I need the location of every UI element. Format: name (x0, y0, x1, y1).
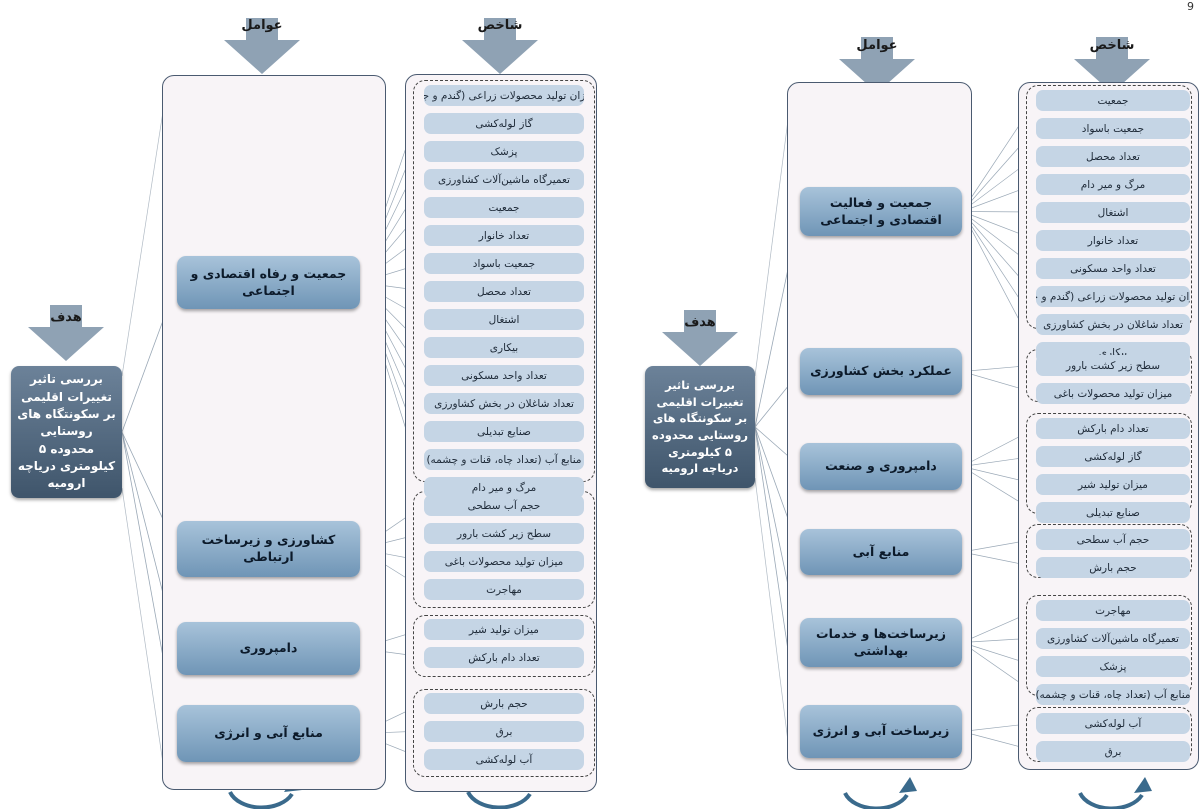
right-indicator-item: اشتغال (1036, 202, 1190, 223)
right-indicator-item: تعمیرگاه ماشین‌آلات کشاورزی (1036, 628, 1190, 649)
right-indicator-item: منابع آب (تعداد چاه، قنات و چشمه) (1036, 684, 1190, 705)
left-indicator-item: میزان تولید شیر (424, 619, 584, 640)
right-indicator-item: میزان تولید محصولات زراعی (گندم و جو) (1036, 286, 1190, 307)
left-indicator-item: جمعیت (424, 197, 584, 218)
right-indicator-item: تعداد شاغلان در بخش کشاورزی (1036, 314, 1190, 335)
right-indicator-item: جمعیت باسواد (1036, 118, 1190, 139)
right-factor-box: عملکرد بخش کشاورزی (800, 348, 962, 395)
left-indicator-item: برق (424, 721, 584, 742)
right-indicator-item: تعداد محصل (1036, 146, 1190, 167)
right-indicators-label: شاخص (1089, 38, 1135, 53)
right-factor-box: زیرساخت‌ها و خدمات بهداشتی (800, 618, 962, 667)
right-indicator-item: تعداد خانوار (1036, 230, 1190, 251)
right-indicator-item: حجم آب سطحی (1036, 529, 1190, 550)
left-indicator-item: تعمیرگاه ماشین‌آلات کشاورزی (424, 169, 584, 190)
left-indicator-item: تعداد خانوار (424, 225, 584, 246)
left-indicator-item: پزشک (424, 141, 584, 162)
left-indicator-item: منابع آب (تعداد چاه، قنات و چشمه) (424, 449, 584, 470)
left-cycle-arc (228, 791, 294, 809)
right-goal-container-connector (754, 477, 790, 751)
right-indicator-item: صنایع تبدیلی (1036, 502, 1190, 523)
left-cycle-arc (466, 791, 532, 809)
right-indicator-item: میزان تولید محصولات باغی (1036, 383, 1190, 404)
left-indicator-item: آب لوله‌کشی (424, 749, 584, 770)
left-goal-box: بررسی تاثیر تغییرات اقلیمی بر سکونتگاه ه… (11, 366, 122, 498)
left-indicator-item: تعداد محصل (424, 281, 584, 302)
left-indicator-item: تعداد واحد مسکونی (424, 365, 584, 386)
left-indicator-item: مرگ و میر دام (424, 477, 584, 498)
right-goal-box: بررسی تاثیر تغییرات اقلیمی بر سکونتگاه ه… (645, 366, 755, 488)
left-indicator-item: تعداد دام بارکش (424, 647, 584, 668)
right-goal-container-connector (754, 111, 790, 377)
left-goal-arrow-icon (28, 305, 104, 361)
right-indicator-item: تعداد دام بارکش (1036, 418, 1190, 439)
right-factor-box: جمعیت و فعالیت اقتصادی و اجتماعی (800, 187, 962, 236)
left-factor-box: کشاورزی و زیرساخت ارتباطی (177, 521, 360, 577)
left-factor-box: دامپروری (177, 622, 360, 675)
left-goal-label: هدف (50, 310, 82, 325)
right-cycle-arc (1078, 792, 1144, 809)
right-factor-box: دامپروری و صنعت (800, 443, 962, 490)
right-indicator-item: حجم بارش (1036, 557, 1190, 578)
right-factors-arrow-icon (839, 37, 915, 93)
left-indicator-item: جمعیت باسواد (424, 253, 584, 274)
right-indicator-item: مرگ و میر دام (1036, 174, 1190, 195)
right-indicator-item: سطح زیر کشت بارور (1036, 355, 1190, 376)
right-indicator-item: برق (1036, 741, 1190, 762)
right-goal-label: هدف (684, 315, 716, 330)
left-indicator-group (413, 689, 595, 777)
left-indicator-item: اشتغال (424, 309, 584, 330)
right-cycle-arc (843, 792, 909, 809)
left-indicators-arrow-icon (462, 18, 538, 74)
left-indicators-label: شاخص (477, 18, 523, 33)
left-indicator-item: میزان تولید محصولات زراعی (گندم و جو) (424, 85, 584, 106)
left-indicator-item: بیکاری (424, 337, 584, 358)
right-factors-label: عوامل (856, 38, 898, 53)
left-factors-label: عوامل (241, 18, 283, 33)
left-indicator-item: تعداد شاغلان در بخش کشاورزی (424, 393, 584, 414)
right-indicator-item: مهاجرت (1036, 600, 1190, 621)
left-indicator-item: حجم بارش (424, 693, 584, 714)
left-indicator-item: میزان تولید محصولات باغی (424, 551, 584, 572)
left-factors-container (162, 75, 386, 790)
right-indicator-item: میزان تولید شیر (1036, 474, 1190, 495)
right-factor-box: منابع آبی (800, 529, 962, 575)
page-number: 9 (1187, 0, 1194, 13)
right-cycle-arrow-icon (899, 777, 917, 793)
left-indicator-item: حجم آب سطحی (424, 495, 584, 516)
right-cycle-arrow-icon (1134, 777, 1152, 793)
right-indicator-item: گاز لوله‌کشی (1036, 446, 1190, 467)
left-factors-arrow-icon (224, 18, 300, 74)
left-goal-container-connector (121, 487, 165, 771)
right-indicator-item: تعداد واحد مسکونی (1036, 258, 1190, 279)
right-indicator-item: آب لوله‌کشی (1036, 713, 1190, 734)
right-goal-arrow-icon (662, 310, 738, 366)
left-indicator-item: سطح زیر کشت بارور (424, 523, 584, 544)
left-indicator-item: مهاجرت (424, 579, 584, 600)
right-indicator-item: جمعیت (1036, 90, 1190, 111)
left-factor-box: منابع آبی و انرژی (177, 705, 360, 762)
left-indicator-group (413, 615, 595, 677)
left-factor-box: جمعیت و رفاه اقتصادی و اجتماعی (177, 256, 360, 309)
left-indicator-item: گاز لوله‌کشی (424, 113, 584, 134)
right-factor-box: زیرساخت آبی و انرژی (800, 705, 962, 758)
right-indicators-arrow-icon (1074, 37, 1150, 93)
left-indicator-item: صنایع تبدیلی (424, 421, 584, 442)
left-goal-container-connector (121, 104, 165, 377)
right-indicator-item: پزشک (1036, 656, 1190, 677)
